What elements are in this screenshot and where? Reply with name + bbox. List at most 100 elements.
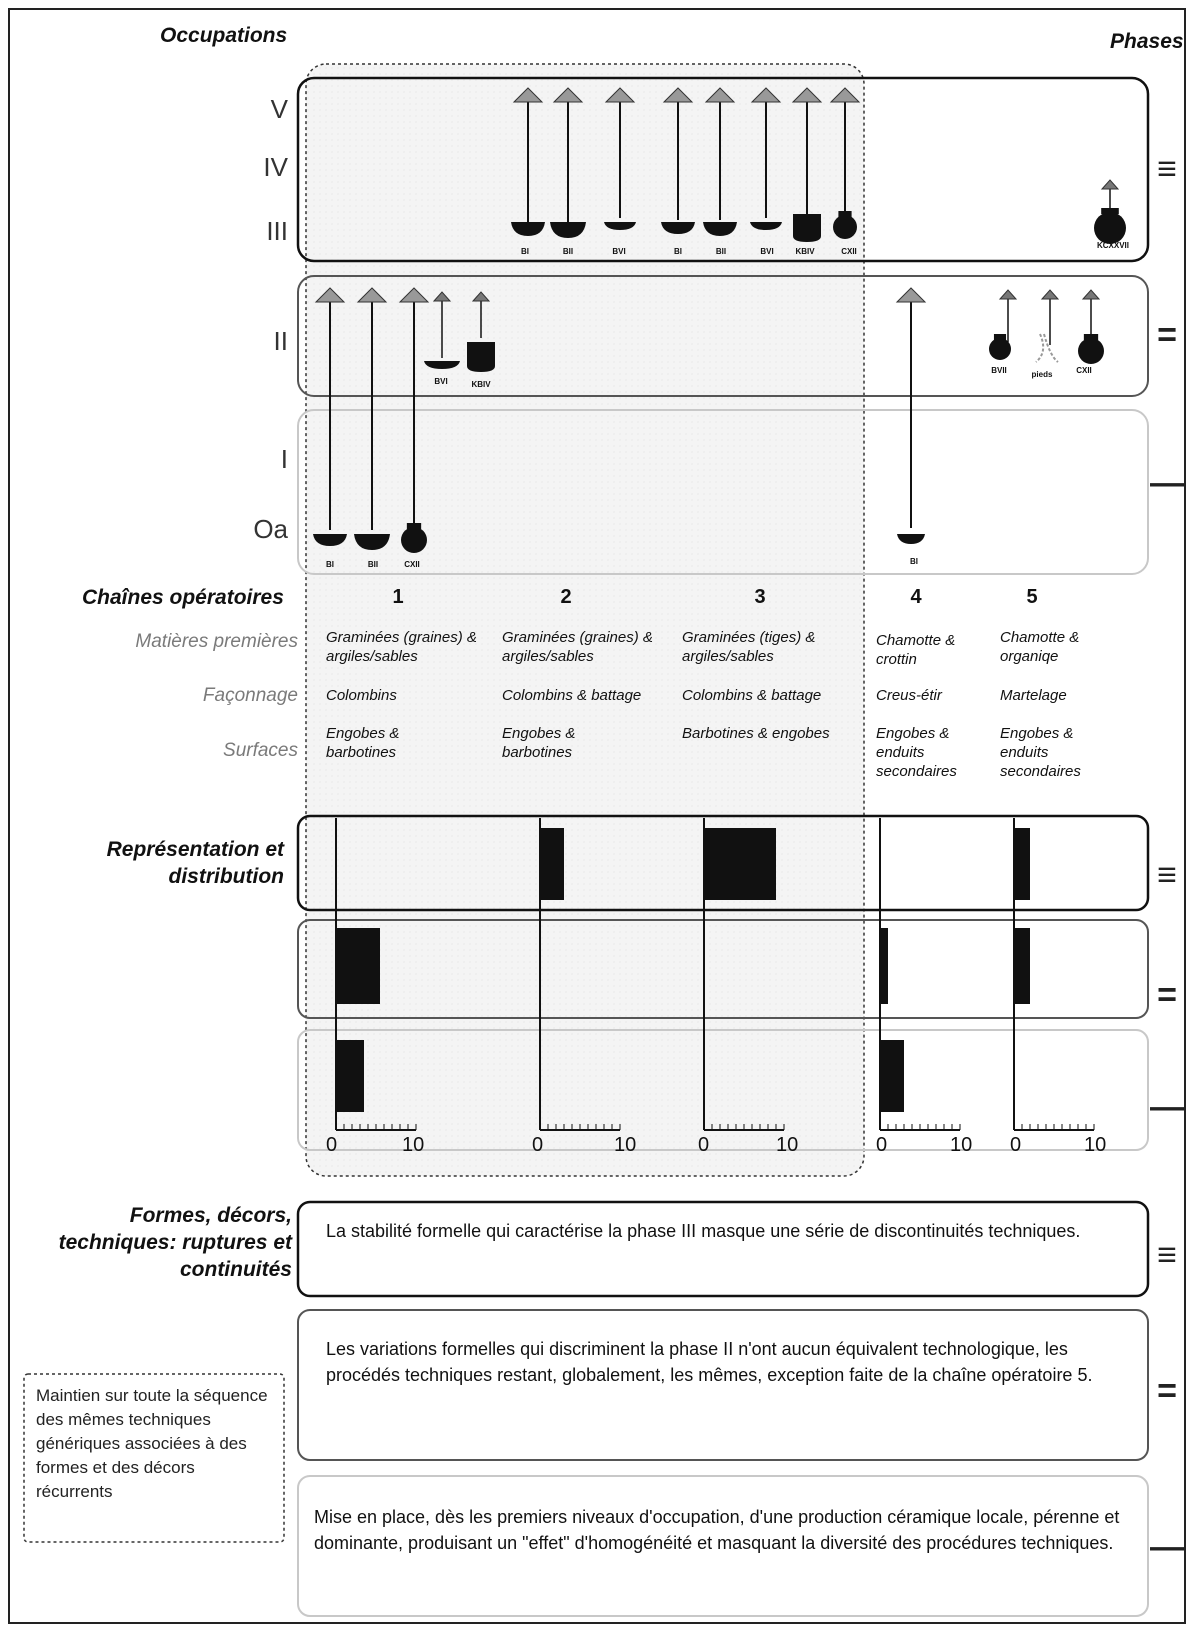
vessel-jar-icon [989,338,1011,360]
tick-label-10: 10 [614,1134,637,1156]
concl-phase-mark-III: ≡ [1157,1236,1177,1274]
vessel-label: CXII [404,560,420,569]
vessel-jar-neck-icon [1083,334,1099,340]
phase-mark-I: — [1150,464,1184,502]
arrow-head [1100,179,1120,190]
chain-number-2: 2 [560,586,572,608]
phase3-box [296,76,1150,263]
chain-number-5: 5 [1026,586,1038,608]
arrow-head [314,287,346,303]
vessel-bowl-icon [661,222,695,234]
faconnage-chain-4: Creus-étir [876,687,942,704]
concl-phase2-box [297,1309,1149,1461]
arrow-head [398,287,430,303]
vessel-label: KBIV [795,247,815,256]
arrow-head [791,87,823,103]
figure-frame [8,8,1186,1624]
faconnage-chain-3: Colombins & battage [682,687,822,704]
chain-number-1: 1 [392,586,404,608]
shaded-region [305,63,865,1177]
vessel-label: BII [715,247,727,256]
conclusion-phase1: Mise en place, dès les premiers niveaux … [314,1507,1120,1553]
vessel-label: BII [562,247,574,256]
phase-mark-II: = [1157,316,1177,354]
surfaces-chain-5: Engobes & enduits secondaires [1000,725,1081,780]
rep-phase-mark-I: — [1150,1088,1184,1126]
vessel-label: KCXXVII [1096,241,1129,250]
surfaces-chain-3: Barbotines & engobes [682,725,830,742]
arrow-head [356,287,388,303]
vessel-cup-icon [793,214,821,242]
concl-phase1-box [297,1475,1149,1617]
occupation-label-I: I [280,444,288,474]
vessel-bowl-icon [897,534,925,544]
rep-phase3-box [296,814,1150,912]
occupation-label-IV: IV [263,152,288,182]
faconnage-chain-1: Colombins [326,687,397,704]
vessel-bowl-icon [511,222,545,236]
vessel-jar-icon [1094,212,1126,244]
phase1-box [297,409,1149,575]
vessel-jar-neck-icon [838,211,852,217]
vessel-jar-neck-icon [406,523,422,529]
matieres-chain-2: Graminées (graines) & argiles/sables [502,629,653,665]
vessel-label: pieds [1031,370,1053,379]
tick-label-10: 10 [776,1134,799,1156]
side-note-box [23,1373,285,1543]
chain-number-4: 4 [910,586,922,608]
vessel-bowl-icon [313,534,347,546]
vessel-bowl-icon [424,361,460,369]
bar-chain5-phaseII [1014,928,1030,1004]
vessel-jar-icon [401,527,427,553]
vessel-label: BI [521,247,529,256]
arrow-head [1081,289,1101,300]
representation-title: Représentation et distribution [106,838,284,888]
vessel-jar-icon [1078,338,1104,364]
row-label-faconnage: Façonnage [202,685,298,706]
concl-phase-mark-I: — [1150,1528,1184,1566]
side-note: Maintien sur toute la séquence des mêmes… [36,1386,268,1501]
vessel-label: CXII [841,247,857,256]
bar-chain4-phaseI [880,1040,904,1112]
tick-label-10: 10 [402,1134,425,1156]
rep-phase2-box [297,919,1149,1019]
arrow-head [704,87,736,103]
vessel-cup-icon [467,342,495,372]
faconnage-chain-5: Martelage [1000,687,1067,704]
phases-header: Phases [1110,30,1184,53]
phase-mark-III: ≡ [1157,150,1177,188]
tick-label-0: 0 [326,1134,338,1156]
vessel-bowl-icon [703,222,737,236]
bar-chain4-phaseII [880,928,888,1004]
arrow-head [471,291,491,302]
matieres-chain-5: Chamotte & organiqe [1000,629,1080,665]
vessel-label: KBIV [471,380,491,389]
occupation-label-V: V [270,94,288,124]
tick-label-0: 0 [698,1134,710,1156]
arrow-head [432,291,452,302]
arrow-head [895,287,927,303]
vessel-jar-neck-icon [1101,208,1119,214]
occupation-label-III: III [266,216,288,246]
vessel-label: BII [367,560,379,569]
rep-phase-mark-II: = [1157,976,1177,1014]
bar-chain2-phaseIII [540,828,564,900]
matieres-chain-4: Chamotte & crottin [876,632,956,668]
arrow-head [604,87,636,103]
surfaces-chain-2: Engobes & barbotines [502,725,576,761]
arrow-head [512,87,544,103]
vessel-label: BI [910,557,918,566]
vessel-label: BVI [612,247,626,256]
vessel-jar-icon [833,215,857,239]
rep-phase1-box [297,1029,1149,1151]
vessel-label: BVI [434,377,448,386]
conclusion-phase2: Les variations formelles qui discriminen… [326,1339,1093,1385]
occupation-label-II: II [273,326,288,356]
chaines-title: Chaînes opératoires [82,586,284,609]
arrow-head [1040,289,1060,300]
arrow-head [998,289,1018,300]
arrow-head [829,87,861,103]
vessel-label: CXII [1076,366,1092,375]
arrow-head [662,87,694,103]
